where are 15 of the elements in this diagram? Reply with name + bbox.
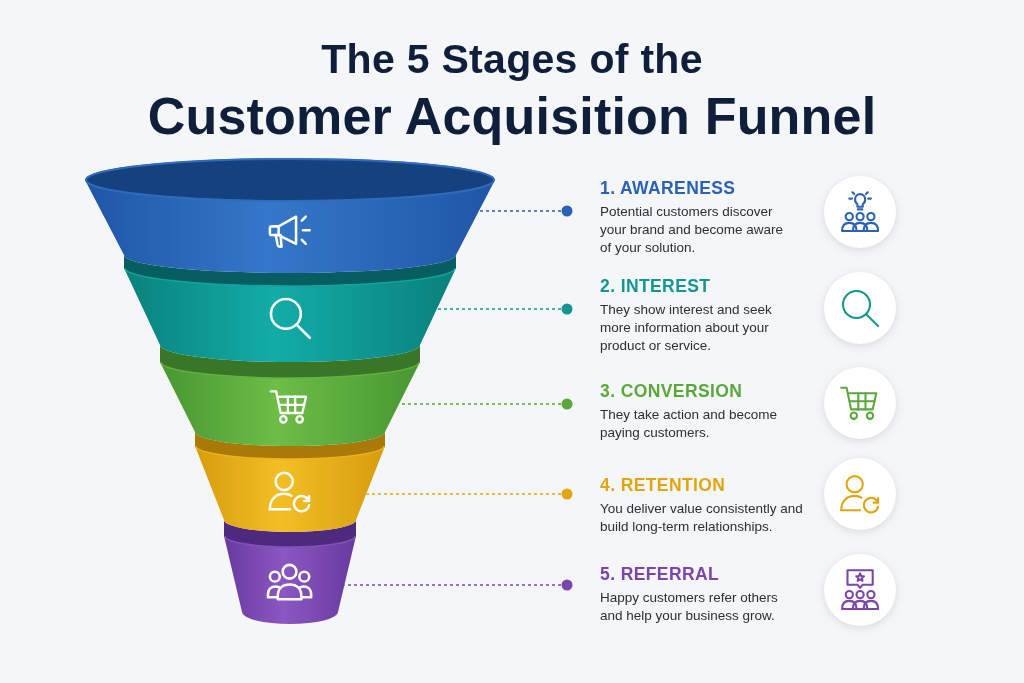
stage-description: Happy customers refer others and help your business grow. — [600, 589, 779, 625]
stage-heading: 5. REFERRAL — [600, 563, 720, 585]
leader-line — [365, 488, 573, 500]
stage-heading: 1. AWARENESS — [600, 177, 736, 199]
stage-heading: 2. INTEREST — [600, 275, 711, 297]
leader-line — [478, 205, 573, 217]
stage-description: You deliver value consistently and build long-term relationships. — [600, 500, 804, 536]
stage-heading: 3. CONVERSION — [600, 380, 743, 402]
stage-heading: 4. RETENTION — [600, 474, 726, 496]
leader-line — [436, 303, 573, 315]
stage-description: They take action and become paying customers. — [600, 406, 779, 442]
leader-line — [343, 579, 573, 591]
title: The 5 Stages of the Customer Acquisition Funnel — [147, 35, 877, 147]
stage-description: Potential customers discover your brand and become aware of your solution. — [600, 203, 785, 257]
stage-description: They show interest and seek more information about your product or service. — [600, 301, 773, 355]
